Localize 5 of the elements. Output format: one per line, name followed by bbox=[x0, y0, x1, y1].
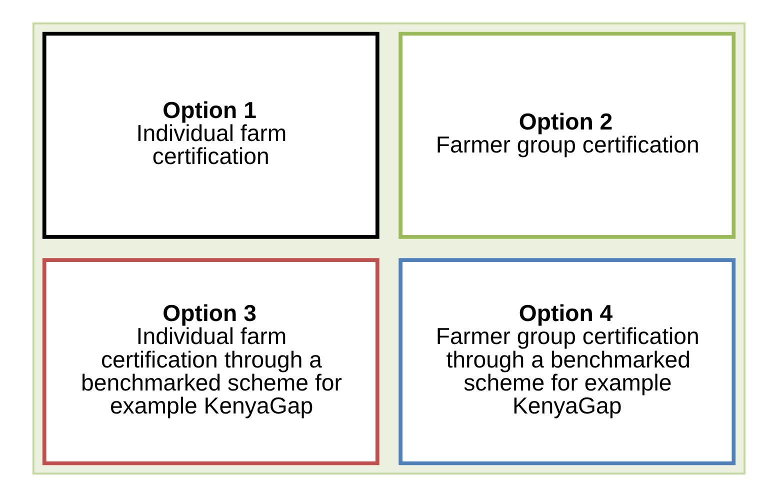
cluster bbox=[32, 22, 746, 474]
node-box: Option 2 Farmer group certification bbox=[398, 32, 736, 239]
node-box: Option 1 Individual farm certification bbox=[42, 32, 380, 239]
node-box: Option 3 Individual farm certification through a benchmarked scheme for example KenyaGap bbox=[42, 258, 380, 466]
node-box: Option 4 Farmer group certification through a benchmarked scheme for example KenyaGap bbox=[398, 258, 736, 466]
